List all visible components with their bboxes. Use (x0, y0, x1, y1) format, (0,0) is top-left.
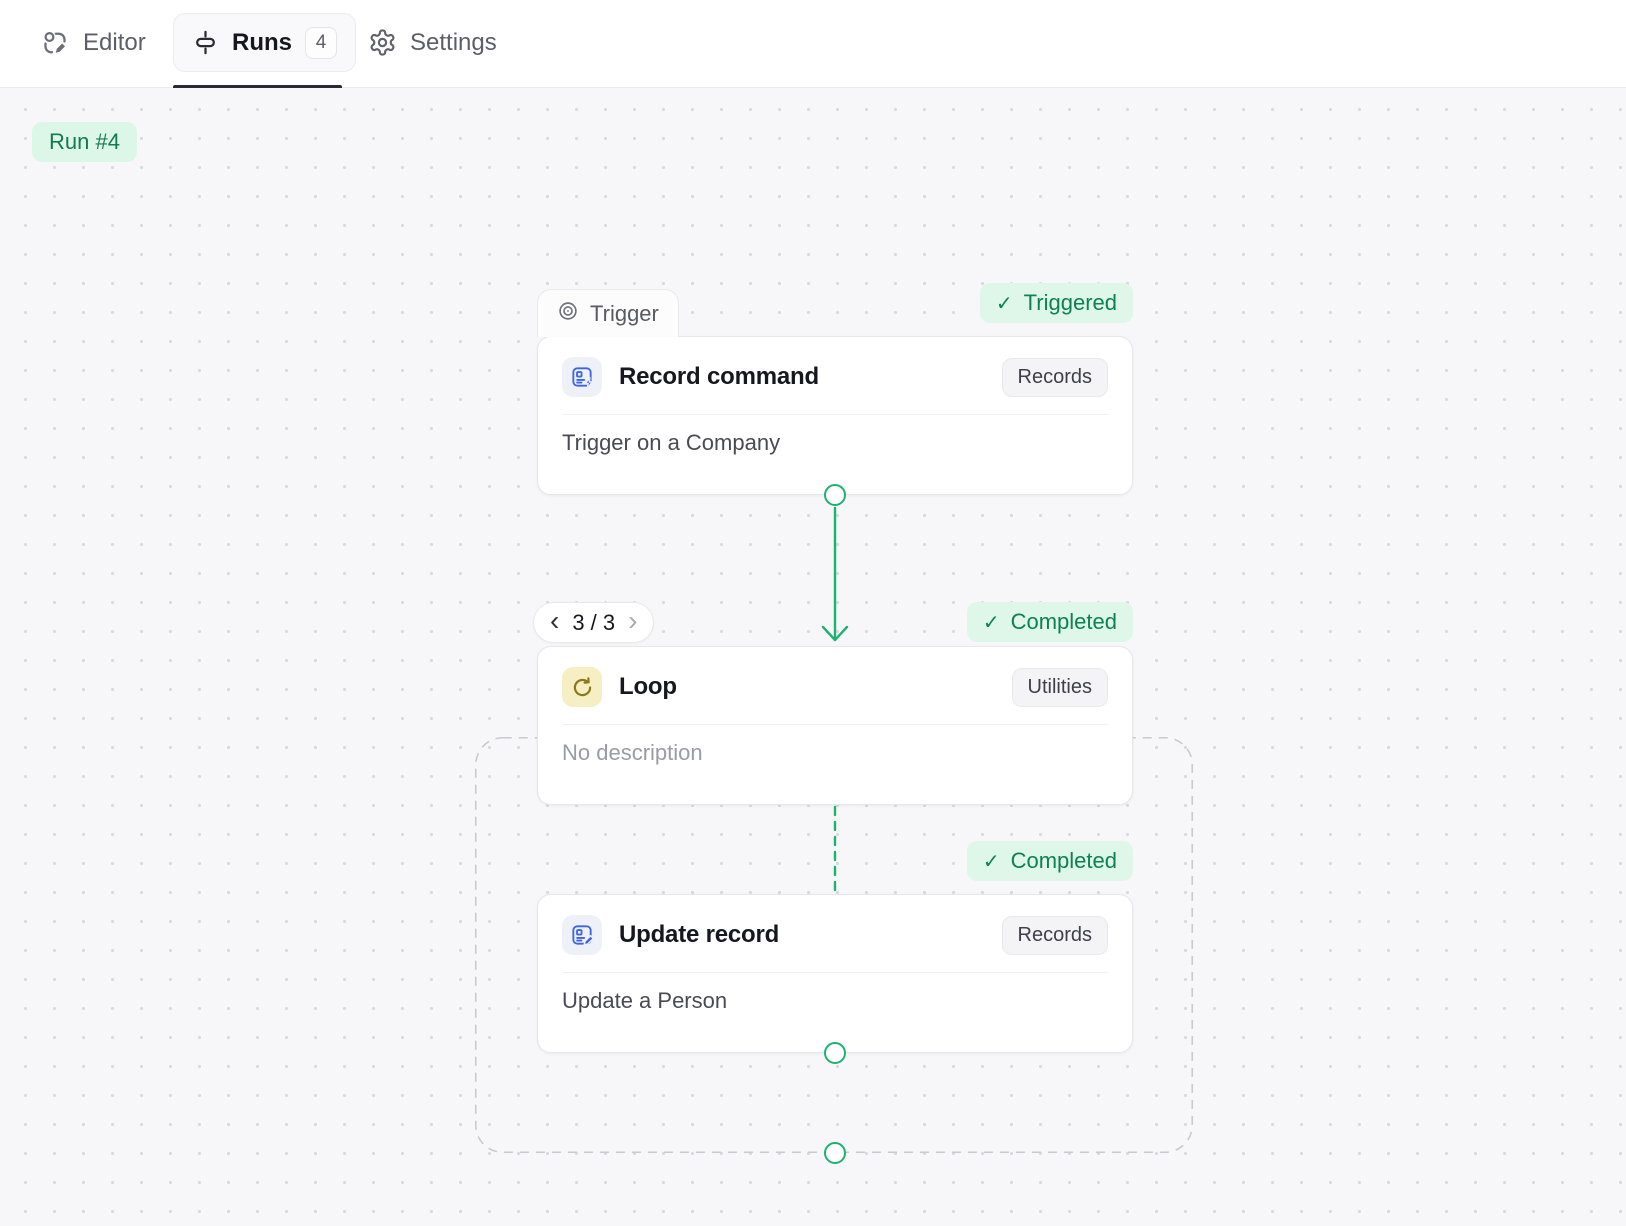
status-label: Completed (1010, 848, 1117, 873)
node-description: No description (562, 740, 703, 765)
run-marker-icon (192, 29, 219, 56)
node-divider (562, 414, 1108, 415)
node-header: Loop Utilities (538, 647, 1132, 707)
tab-runs[interactable]: Runs 4 (173, 13, 356, 72)
target-icon (557, 300, 579, 328)
node-header: Update record Records (538, 895, 1132, 955)
node-description: Update a Person (562, 988, 728, 1013)
node-title: Update record (619, 921, 780, 948)
run-number-badge: Run #4 (32, 122, 137, 162)
update-record-output-port[interactable] (824, 1042, 846, 1064)
loop-arrow-icon (562, 667, 602, 707)
record-edit-icon (562, 915, 602, 955)
tab-settings[interactable]: Settings (368, 0, 497, 85)
loop-node-card[interactable]: Loop Utilities No description (537, 646, 1133, 805)
status-label: Triggered (1023, 290, 1117, 315)
pagination-label: 3 / 3 (572, 609, 616, 635)
tab-settings-label: Settings (410, 28, 497, 56)
active-tab-underline (173, 85, 342, 88)
node-category-badge: Records (1001, 915, 1108, 955)
pagination-next-button[interactable]: › (628, 605, 638, 636)
loop-end-port[interactable] (824, 1142, 846, 1164)
tab-runs-label: Runs (232, 28, 292, 56)
node-title: Record command (619, 363, 819, 390)
check-icon: ✓ (995, 292, 1013, 315)
node-description: Trigger on a Company (562, 430, 781, 455)
topbar: Editor Runs 4 Settings (0, 0, 1626, 88)
node-title: Loop (619, 673, 677, 700)
trigger-tab[interactable]: Trigger (537, 289, 679, 337)
update-record-node-card[interactable]: Update record Records Update a Person (537, 894, 1133, 1053)
status-badge-update-completed: ✓ Completed (966, 841, 1133, 881)
trigger-tab-label: Trigger (590, 300, 659, 326)
node-category-badge: Utilities (1011, 667, 1108, 707)
loop-iteration-pagination: ‹ 3 / 3 › (533, 602, 655, 643)
status-badge-triggered: ✓ Triggered (979, 283, 1133, 323)
trigger-to-loop-arrow (821, 506, 849, 642)
node-divider (562, 724, 1108, 725)
workflow-canvas[interactable]: Run #4 Trigger ✓ Triggered (0, 88, 1626, 1226)
status-label: Completed (1010, 609, 1117, 634)
check-icon: ✓ (982, 611, 1000, 634)
check-icon: ✓ (982, 850, 1000, 873)
gear-icon (368, 28, 397, 57)
tab-editor[interactable]: Editor (40, 0, 146, 85)
record-command-icon (562, 357, 602, 397)
runs-count-badge: 4 (305, 26, 337, 59)
trigger-node-card[interactable]: Record command Records Trigger on a Comp… (537, 336, 1133, 495)
trigger-output-port[interactable] (824, 484, 846, 506)
workflow-edit-icon (40, 28, 70, 58)
pagination-prev-button[interactable]: ‹ (550, 605, 560, 636)
tab-editor-label: Editor (83, 28, 146, 56)
node-category-badge: Records (1001, 357, 1108, 397)
status-badge-loop-completed: ✓ Completed (966, 602, 1133, 642)
node-header: Record command Records (538, 337, 1132, 397)
